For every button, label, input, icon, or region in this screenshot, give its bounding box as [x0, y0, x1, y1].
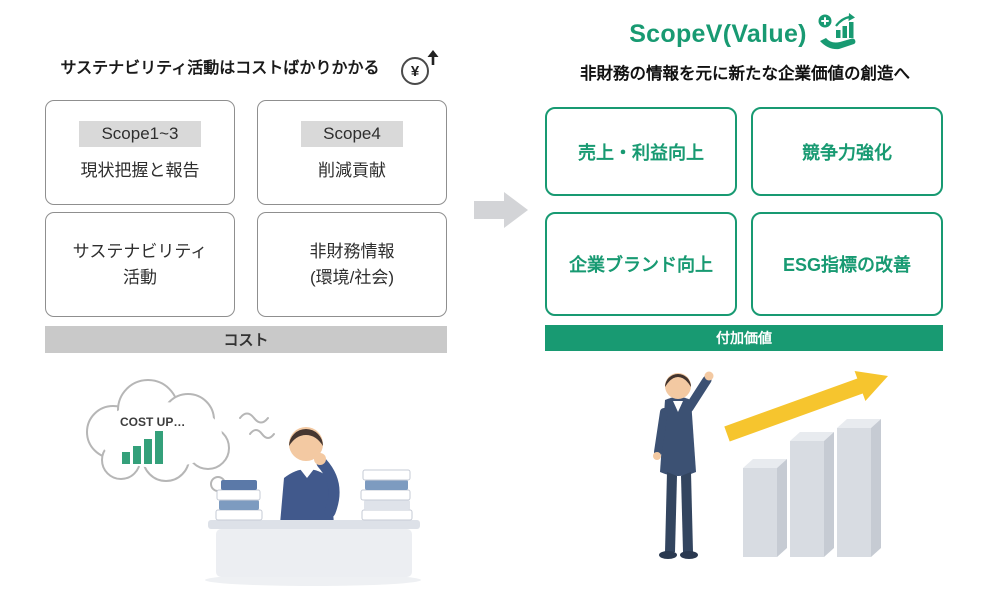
value-box-sales-label: 売上・利益向上 — [578, 142, 704, 163]
cost-box-nonfinancial: 非財務情報 (環境/社会) — [257, 212, 447, 317]
value-box-esg-label: ESG指標の改善 — [782, 255, 911, 275]
success-worker-illustration — [653, 371, 888, 559]
cost-up-arrow-icon — [427, 50, 439, 65]
cost-box-sustainability: サステナビリティ 活動 — [45, 212, 235, 317]
sustainability-label: サステナビリティ 活動 — [72, 242, 208, 287]
worried-businessman-figure — [280, 427, 340, 524]
scope4-tag: Scope4 — [301, 121, 403, 148]
value-box-esg: ESG指標の改善 — [751, 212, 943, 316]
cost-box-scope1-3: Scope1~3 現状把握と報告 — [45, 100, 235, 205]
value-footer-bar: 付加価値 — [545, 325, 943, 351]
value-side-title: ScopeV(Value) — [629, 19, 807, 48]
stress-squiggle-icon-2 — [249, 429, 275, 439]
cost-side-title: サステナビリティ活動はコストばかりかかる — [60, 60, 380, 77]
stress-squiggle-icon — [239, 412, 269, 424]
value-box-sales: 売上・利益向上 — [545, 107, 737, 196]
thought-bubble-text: COST UP… — [120, 415, 185, 429]
growth-bars-icon — [743, 419, 881, 557]
worried-worker-illustration: COST UP… — [86, 379, 421, 586]
book-stack-left-icon — [215, 480, 263, 521]
value-box-brand: 企業ブランド向上 — [545, 212, 737, 316]
value-box-competitiveness: 競争力強化 — [751, 107, 943, 196]
value-growth-icon — [818, 13, 856, 50]
book-stack-right-icon — [360, 469, 413, 521]
scope1-3-tag: Scope1~3 — [79, 121, 201, 148]
yen-symbol: ¥ — [401, 57, 429, 85]
value-side-header: ScopeV(Value) — [545, 10, 945, 58]
cost-box-scope4: Scope4 削減貢献 — [257, 100, 447, 205]
cost-footer-bar: コスト — [45, 326, 447, 353]
nonfinancial-label: 非財務情報 (環境/社会) — [309, 242, 395, 287]
growth-arrow-icon — [724, 371, 888, 442]
value-side-subtitle: 非財務の情報を元に新たな企業価値の創造へ — [580, 65, 910, 83]
scope1-3-label: 現状把握と報告 — [80, 161, 200, 181]
scope4-label: 削減貢献 — [318, 161, 386, 181]
value-box-competitiveness-label: 競争力強化 — [802, 142, 892, 163]
cost-chart-icon — [122, 431, 163, 464]
businessman-figure — [653, 371, 714, 559]
flow-arrow-icon — [474, 192, 528, 228]
value-box-brand-label: 企業ブランド向上 — [569, 255, 713, 275]
yen-cost-icon: ¥ — [401, 50, 439, 88]
